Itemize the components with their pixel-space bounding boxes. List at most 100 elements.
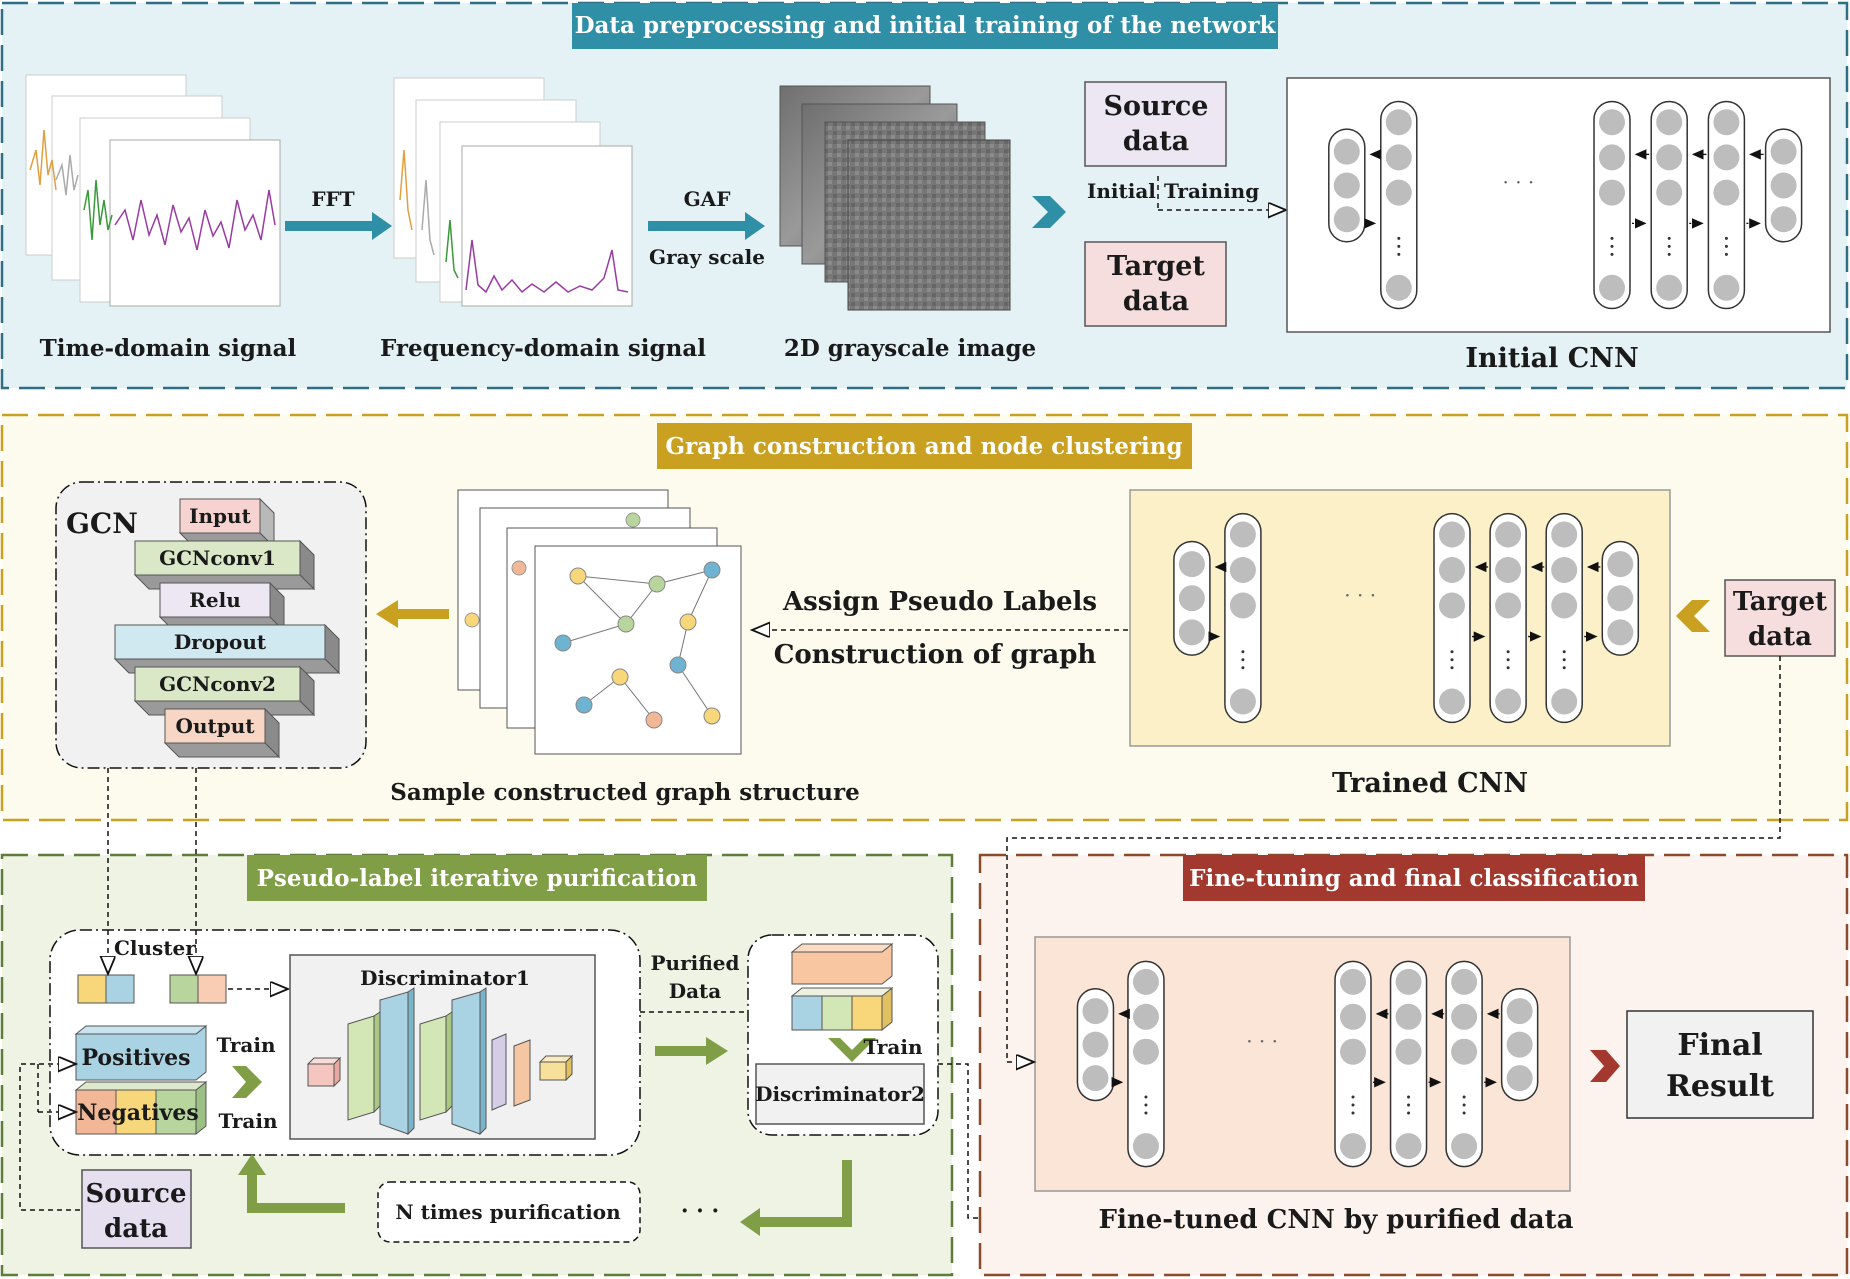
loop-ellipsis: · · · <box>681 1198 719 1224</box>
cnn-neuron <box>1132 1133 1159 1160</box>
cnn-dot <box>1407 1111 1411 1115</box>
cnn-ellipsis: · · · <box>1503 170 1535 194</box>
discriminator2-label: Discriminator2 <box>755 1082 925 1106</box>
assign-pseudo-labels: Assign Pseudo Labels <box>782 587 1097 617</box>
cnn-neuron <box>1599 274 1625 301</box>
cnn-neuron <box>1656 109 1683 136</box>
cnn-neuron <box>1551 592 1578 619</box>
source-data-line1: Source <box>1104 91 1209 122</box>
cnn-dot <box>1450 658 1454 662</box>
cnn-dot <box>1351 1095 1355 1099</box>
positives-label: Positives <box>81 1045 190 1071</box>
gcn-layer-label: Input <box>189 504 251 528</box>
initial-cnn-network: · · · <box>1328 100 1803 310</box>
source-data-line2: data <box>1123 126 1189 157</box>
gcn-layer <box>159 582 271 618</box>
finetuned-cnn-label: Fine-tuned CNN by purified data <box>1099 1205 1574 1235</box>
cnn-neuron <box>1656 274 1683 301</box>
initial-cnn-box <box>1286 77 1831 333</box>
gcn-layer-label: Dropout <box>174 630 267 654</box>
cnn-neuron <box>1439 592 1465 619</box>
cluster-label: Cluster <box>114 936 196 960</box>
negatives-label: Negatives <box>77 1100 198 1126</box>
cnn-neuron <box>1385 109 1412 136</box>
trained-cnn-label: Trained CNN <box>1332 768 1528 799</box>
cnn-neuron <box>1229 521 1256 548</box>
gcn-layer-bottom <box>163 742 281 758</box>
cnn-dot <box>1506 650 1510 654</box>
target-data-box <box>1084 241 1227 327</box>
initial-cnn-label: Initial CNN <box>1465 343 1638 374</box>
cnn-dot <box>1241 666 1245 670</box>
gray-scale-label: Gray scale <box>649 245 765 269</box>
cnn-dot <box>1562 650 1566 654</box>
cnn-neuron <box>1599 179 1625 206</box>
section-title-purification: Pseudo-label iterative purification <box>257 865 698 892</box>
trained-cnn-network: · · · <box>1173 512 1640 724</box>
cnn-neuron <box>1551 556 1578 583</box>
cnn-neuron <box>1333 172 1360 199</box>
purified-data-line2: Data <box>669 979 722 1003</box>
cnn-dot <box>1351 1103 1355 1107</box>
cnn-neuron <box>1451 968 1478 995</box>
cnn-ellipsis: · · · <box>1344 583 1376 607</box>
cnn-neuron <box>1395 1038 1422 1065</box>
cnn-neuron <box>1495 592 1522 619</box>
cnn-neuron <box>1333 138 1360 165</box>
cnn-neuron <box>1082 1031 1109 1058</box>
cnn-neuron <box>1132 1003 1159 1030</box>
section-preprocessing: Data preprocessing and initial training … <box>0 1 1849 390</box>
initial-label: Initial <box>1087 179 1156 203</box>
gcn-label: GCN <box>66 507 138 540</box>
cnn-neuron <box>1506 1065 1533 1092</box>
train-right-label: Train <box>863 1035 923 1059</box>
frequency-domain-label: Frequency-domain signal <box>380 335 706 362</box>
chevron-down-icon <box>828 1038 876 1062</box>
cnn-dot <box>1407 1103 1411 1107</box>
cnn-neuron <box>1713 144 1740 171</box>
cnn-dot <box>1506 666 1510 670</box>
cnn-neuron <box>1178 619 1205 646</box>
cnn-neuron <box>1713 109 1740 136</box>
grayscale-image-label: 2D grayscale image <box>784 335 1036 362</box>
source-data-box-bottom <box>81 1169 192 1249</box>
cnn-neuron <box>1178 585 1205 612</box>
cnn-neuron <box>1770 206 1797 233</box>
gcn-layer <box>179 498 261 534</box>
cnn-dot <box>1506 658 1510 662</box>
cnn-dot <box>1562 658 1566 662</box>
target-data-box-right <box>1724 579 1836 657</box>
cnn-dot <box>1667 244 1671 248</box>
section-finetuning: Fine-tuning and final classification · ·… <box>978 853 1849 1277</box>
cnn-neuron <box>1439 521 1465 548</box>
gcn-layer <box>134 540 301 576</box>
cnn-neuron <box>1451 1038 1478 1065</box>
cnn-neuron <box>1340 1003 1366 1030</box>
construction-of-graph: Construction of graph <box>774 640 1097 670</box>
finetuned-cnn-network: · · · <box>1076 960 1539 1168</box>
cnn-neuron <box>1340 1038 1366 1065</box>
cnn-neuron <box>1656 144 1683 171</box>
gcn-layer <box>134 666 301 702</box>
cnn-neuron <box>1506 998 1533 1025</box>
section-graph-construction: Graph construction and node clustering G… <box>0 413 1849 822</box>
n-times-label: N times purification <box>395 1200 621 1224</box>
target-data-right-line2: data <box>1748 622 1812 652</box>
cnn-neuron <box>1713 179 1740 206</box>
cnn-neuron <box>1229 592 1256 619</box>
cnn-neuron <box>1229 556 1256 583</box>
purified-data-line1: Purified <box>651 951 740 975</box>
chevron-right-icon <box>1032 196 1066 228</box>
cnn-dot <box>1667 236 1671 240</box>
source-data-bottom-line2: data <box>104 1214 168 1244</box>
cnn-neuron <box>1599 144 1625 171</box>
gcn-layer-label: GCNconv2 <box>159 672 276 696</box>
target-data-right-line1: Target <box>1733 587 1827 617</box>
chevron-train-icon <box>232 1066 262 1098</box>
time-domain-label: Time-domain signal <box>40 335 297 362</box>
chevron-result-icon <box>1590 1050 1620 1082</box>
graph-structure-stack <box>457 489 742 755</box>
